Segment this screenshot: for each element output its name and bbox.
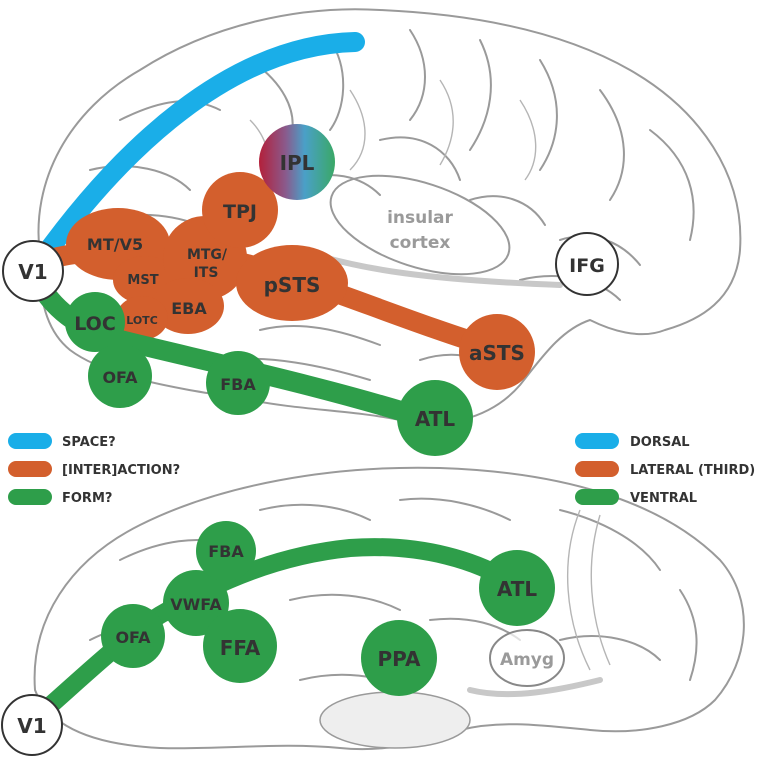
mst-label: MST	[127, 273, 158, 288]
insular-label: insular	[387, 208, 453, 228]
legend-label-space: SPACE?	[62, 435, 116, 450]
tpj-label: TPJ	[223, 201, 257, 223]
eba-region	[152, 278, 224, 334]
legend-label-interaction: [INTER]ACTION?	[62, 463, 180, 478]
legend-swatch-interaction	[8, 461, 52, 477]
asts-label: aSTS	[469, 341, 525, 365]
ppa-label: PPA	[378, 647, 421, 671]
psts-label: pSTS	[264, 273, 321, 297]
ventral-pathway-lateral-view	[30, 275, 473, 456]
legend-right: DORSAL LATERAL (THIRD) VENTRAL	[575, 433, 755, 506]
fba-label-lateral: FBA	[220, 375, 256, 394]
legend-swatch-ventral	[575, 489, 619, 505]
legend-swatch-form	[8, 489, 52, 505]
ofa-region-lateral	[88, 344, 152, 408]
mt-v5-label: MT/V5	[87, 235, 143, 254]
ffa-region	[203, 609, 277, 683]
psts-region	[236, 245, 348, 321]
lotc-label: LOTC	[126, 314, 158, 327]
atl-region-ventral	[479, 550, 555, 626]
amyg-label: Amyg	[500, 650, 554, 670]
dorsal-pathway	[30, 32, 365, 272]
ipl-region	[259, 124, 335, 200]
atl-region-lateral	[397, 380, 473, 456]
v1-label-lateral: V1	[18, 260, 47, 284]
cortex-label: cortex	[390, 233, 451, 253]
legend-swatch-space	[8, 433, 52, 449]
legend-swatch-lateral	[575, 461, 619, 477]
lateral-pathway	[30, 172, 535, 390]
tpj-region	[202, 172, 278, 248]
ofa-label-ventral: OFA	[115, 628, 151, 647]
legend-label-ventral: VENTRAL	[630, 491, 697, 506]
its-label: ITS	[194, 265, 219, 281]
ppa-region	[361, 620, 437, 696]
vwfa-region	[163, 570, 229, 636]
ofa-region-ventral	[101, 604, 165, 668]
legend-swatch-dorsal	[575, 433, 619, 449]
loc-region	[65, 292, 125, 352]
legend-label-dorsal: DORSAL	[630, 435, 690, 450]
ifg-region	[555, 232, 619, 296]
asts-region	[459, 314, 535, 390]
ipl-label: IPL	[280, 151, 315, 175]
lotc-region	[116, 296, 168, 340]
legend-left: SPACE? [INTER]ACTION? FORM?	[8, 433, 180, 506]
legend-label-lateral: LATERAL (THIRD)	[630, 463, 755, 478]
mtg-label: MTG/	[187, 247, 228, 263]
eba-label: EBA	[171, 299, 207, 318]
amygdala-outline	[489, 629, 565, 687]
fba-region-ventral	[196, 521, 256, 581]
ventral-pathway-ventral-view	[19, 521, 555, 734]
insular-cortex-outline	[329, 174, 511, 276]
ffa-label: FFA	[220, 636, 261, 660]
v1-region-ventral	[1, 694, 63, 756]
v1-region-lateral	[2, 240, 64, 302]
fba-region-lateral	[206, 351, 270, 415]
ventral-brain-outline	[33, 466, 745, 751]
fba-label-ventral: FBA	[208, 542, 244, 561]
legend-label-form: FORM?	[62, 491, 112, 506]
vwfa-label: VWFA	[170, 595, 222, 614]
loc-label: LOC	[74, 313, 116, 335]
v1-label-ventral: V1	[17, 714, 46, 738]
ofa-label-lateral: OFA	[102, 368, 138, 387]
atl-label-lateral: ATL	[415, 407, 456, 431]
atl-label-ventral: ATL	[497, 577, 538, 601]
ifg-label: IFG	[569, 255, 605, 277]
